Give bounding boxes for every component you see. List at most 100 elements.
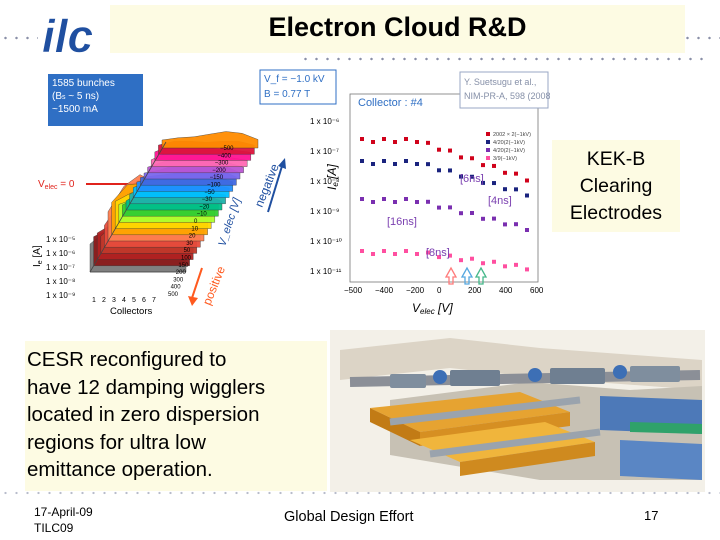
data-point [426,162,430,167]
velec-tick-label: 150 [178,263,189,269]
data-point [371,252,375,256]
velec-tick-label: −30 [202,197,213,203]
ribbon-profile [161,131,259,149]
data-point [393,252,397,256]
collector-tick-label: 7 [152,297,156,304]
data-point [393,200,397,204]
left-tick-label: 1 x 10⁻⁶ [46,249,75,258]
quadrupole-magnet [613,365,627,379]
data-point [426,250,430,255]
data-point [492,216,496,221]
citation-line-1: Y. Suetsugu et al., [464,77,536,87]
data-point [360,137,364,141]
legend-entry: 4/20(2(−1kV) [493,140,525,146]
data-point [459,174,463,179]
magnet-segment [550,368,605,384]
arrow-marker [474,266,488,285]
velec-axis-label-right: Velec [V] [412,301,453,316]
y-tick-label: 1 x 10⁻¹¹ [310,267,342,276]
collectors-axis-label: Collectors [110,306,152,317]
data-point [437,168,441,173]
arrow-head [188,296,198,306]
kek-caption: KEK-B Clearing Electrodes [569,148,663,224]
wiggler-beam-pipe [429,428,601,458]
collector-tick-label: 5 [132,297,136,304]
velec-tick-label: 200 [176,270,187,276]
x-tick-label: 400 [499,286,513,295]
x-tick-label: −200 [406,286,425,295]
collector-tick-label: 1 [92,297,96,304]
negative-label: negative [252,162,282,210]
quadrupole-magnet [433,370,447,384]
velec-tick-label: 20 [189,234,196,240]
kek-caption-background [552,140,680,232]
annotation-6ns: [6ns] [460,173,484,185]
data-point [492,163,496,168]
data-point [459,258,463,263]
data-point [426,140,430,145]
data-point [393,162,397,166]
data-points [360,137,529,272]
arrow-markers [444,266,488,285]
velec-tick-label: 100 [181,256,192,262]
collector-tick-label: 4 [122,297,126,304]
arrow-marker [460,266,474,285]
left-tick-label: 1 x 10⁻⁹ [46,291,75,300]
data-point [437,147,441,152]
data-point [481,180,485,185]
data-point [492,181,496,186]
velec-tick-label: −20 [199,204,210,210]
title-dotted-rule [300,57,705,61]
collector-3d-plot: 1585 bunches(Bs ~ 5 ns)~1500 mA Velec = … [32,74,286,317]
x-tick-label: −500 [344,286,363,295]
data-point [514,171,518,176]
wiggler-beam-pipe [389,396,581,426]
legend-swatch [486,140,490,144]
data-point [360,249,364,253]
citation-box [459,71,549,109]
cesr-text-background [25,341,327,491]
data-point [481,261,485,266]
positive-arrow [191,267,203,299]
magnet-segment [450,370,500,386]
velec-zero-label: Velec = 0 [38,179,75,191]
data-point [470,256,474,261]
negative-arrow [267,165,283,213]
data-point [470,156,474,161]
magnet-segment [630,366,680,382]
footer-dotted-rule [0,491,720,495]
vf-b-box [259,69,337,105]
data-point [426,199,430,204]
data-point [481,216,485,221]
data-point [448,168,452,173]
legend-entry: 3/9(−1kV) [493,156,517,162]
data-point [371,140,375,144]
y-tick-label: 1 x 10⁻⁸ [310,177,339,186]
arrow-head [278,158,286,169]
data-point [525,193,529,198]
collector-label: Collector : #4 [358,97,423,109]
data-point [503,170,507,175]
data-point [503,187,507,192]
data-point [525,228,529,232]
annotation-16ns: [16ns] [387,216,417,228]
x-tick-label: −400 [375,286,394,295]
annotation-8ns: [8ns] [426,247,450,259]
legend-swatch [486,132,490,136]
data-point [360,159,364,163]
data-point [514,187,518,192]
footer-center: Global Design Effort [284,509,414,525]
data-point [459,155,463,160]
wiggler-yellow-side [370,408,420,446]
data-point [404,137,408,141]
data-point [470,174,474,179]
data-point [470,211,474,215]
title-background [110,5,685,53]
velec-tick-label: 0 [194,219,198,225]
velec-tick-label: 400 [171,285,182,291]
velec-tick-label: −100 [207,183,221,189]
velec-tick-label: 10 [191,226,198,232]
quadrupole-magnet [528,368,542,382]
legend-swatch [486,148,490,152]
